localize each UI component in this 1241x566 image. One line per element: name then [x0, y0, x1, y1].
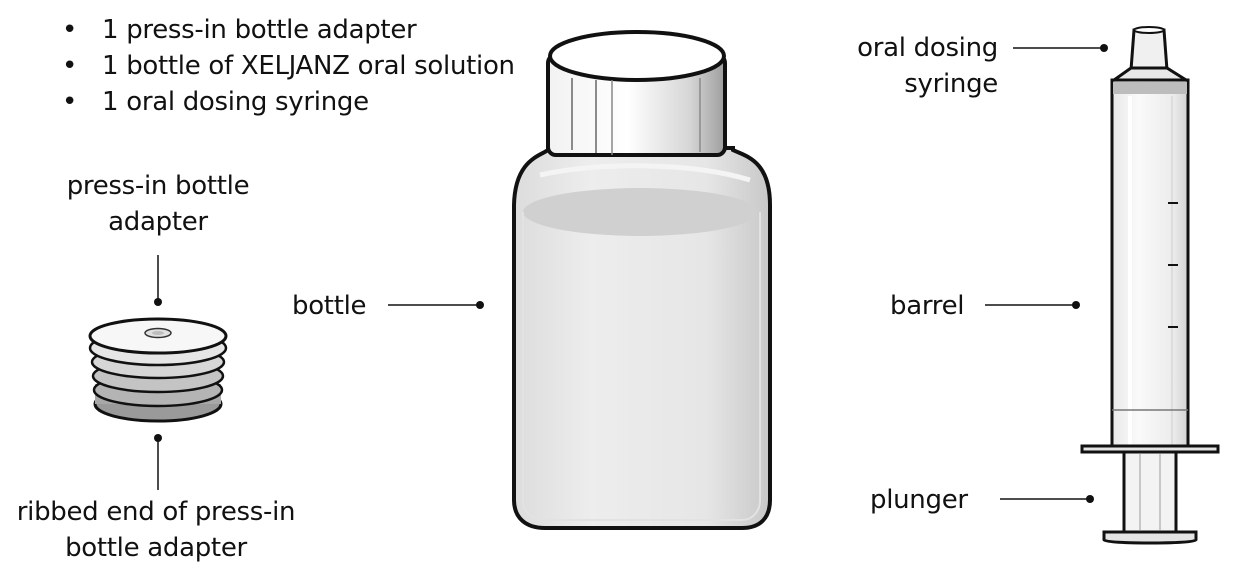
- plunger-label: plunger: [870, 485, 968, 515]
- adapter-top-dot: [154, 298, 162, 306]
- list-item: •1 oral dosing syringe: [60, 84, 515, 120]
- list-item: •1 press-in bottle adapter: [60, 12, 515, 48]
- barrel-label: barrel: [890, 291, 965, 321]
- bottle: [512, 30, 772, 530]
- bullet-icon: •: [62, 87, 78, 117]
- list-item: •1 bottle of XELJANZ oral solution: [60, 48, 515, 84]
- oral-dosing-syringe: [1080, 26, 1220, 545]
- press-in-bottle-adapter: [88, 317, 228, 423]
- bullet-icon: •: [62, 15, 78, 45]
- adapter-top-label: press-in bottle adapter: [66, 171, 250, 237]
- adapter-bottom-dot: [154, 434, 162, 442]
- bullet-icon: •: [62, 51, 78, 81]
- bottle-label: bottle: [292, 291, 367, 321]
- adapter-bottom-label: ribbed end of press-in bottle adapter: [16, 497, 296, 563]
- barrel-dot: [1072, 301, 1080, 309]
- kit-contents-list: •1 press-in bottle adapter •1 bottle of …: [60, 12, 515, 120]
- plunger-dot: [1086, 495, 1094, 503]
- syringe-label: oral dosing syringe: [857, 33, 998, 99]
- bottle-dot: [476, 301, 484, 309]
- syringe-dot: [1100, 44, 1108, 52]
